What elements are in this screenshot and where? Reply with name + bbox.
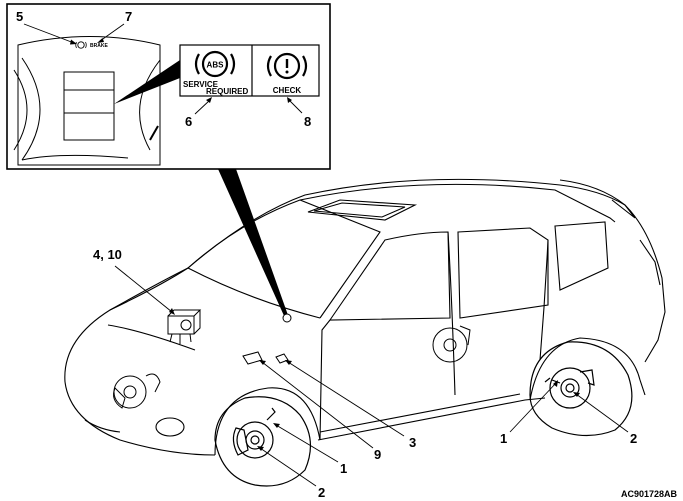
front-brake-disc	[236, 421, 274, 459]
far-rear-sensor	[459, 325, 471, 346]
abs-caption-line1: SERVICE	[183, 80, 219, 89]
quarter-window	[554, 221, 609, 291]
far-front-sensor-wire	[145, 373, 161, 393]
inset-leader-wedge	[218, 169, 289, 318]
leader-8	[288, 99, 303, 114]
cluster-inset: BRAKE 5 7 ABS SERVICE REQUIRED CHECK	[6, 3, 331, 170]
dashboard-location-marker	[282, 313, 292, 323]
leader-7	[99, 23, 125, 42]
callout-9: 9	[374, 447, 381, 462]
door-seam-a-pillar	[319, 319, 331, 441]
far-front-hub	[123, 385, 137, 399]
rear-caliper	[579, 369, 595, 386]
front-wheel-arch	[214, 387, 321, 456]
callout-5: 5	[16, 9, 23, 24]
rear-tire	[529, 341, 633, 437]
front-door-window	[328, 231, 451, 321]
callout-1-rear: 1	[500, 431, 507, 446]
leader-2-front	[259, 447, 317, 487]
front-hub-center	[250, 435, 260, 445]
far-front-caliper	[113, 387, 126, 409]
cluster-abs-lamp	[75, 41, 87, 49]
front-bumper	[64, 381, 216, 456]
rear-wheel	[529, 341, 633, 437]
leader-9	[261, 361, 374, 449]
stop-lamp-switch	[275, 353, 289, 364]
callout-2-rear: 2	[630, 431, 637, 446]
leader-3	[287, 361, 405, 437]
abs-caption-line2: REQUIRED	[206, 87, 248, 96]
vehicle-callouts: 4, 10 3 9 1 2 1 2	[93, 247, 637, 500]
right-gauge-arc	[139, 59, 161, 151]
far-rear-hub	[443, 338, 457, 352]
abs-label: ABS	[207, 61, 225, 70]
sunroof	[307, 199, 418, 221]
bumper-crease	[84, 419, 121, 433]
abs-hydraulic-unit	[167, 315, 195, 335]
brake-warning-icon	[266, 52, 308, 80]
rocker-panel-line	[319, 393, 521, 433]
roof-edge	[299, 183, 616, 223]
rocker-panel	[317, 397, 546, 441]
left-gauge-arc-inner	[13, 69, 28, 151]
fog-lamp	[155, 417, 185, 437]
abs-pump-motor	[180, 319, 192, 331]
body-upper-contour	[64, 178, 666, 383]
callout-1-front: 1	[340, 461, 347, 476]
callout-7: 7	[125, 9, 132, 24]
rear-brake-disc	[549, 367, 591, 409]
rear-hub-center	[565, 383, 575, 393]
callout-4-10: 4, 10	[93, 247, 122, 262]
far-rear-brake-disc	[432, 327, 468, 363]
rear-hub	[560, 378, 580, 398]
g-sensor-module	[242, 351, 263, 365]
windshield	[187, 199, 381, 319]
callout-6: 6	[185, 114, 192, 129]
cluster-lower-edge	[21, 154, 129, 161]
inset-pointer	[114, 60, 180, 104]
interior-components	[113, 309, 471, 409]
indicator-box	[179, 44, 320, 97]
leader-6	[194, 99, 211, 115]
rear-spoiler	[559, 179, 636, 219]
front-hub	[245, 430, 265, 450]
center-display	[63, 71, 115, 141]
leader-2-rear	[575, 393, 629, 433]
abs-unit-side	[193, 310, 201, 335]
callout-3: 3	[409, 435, 416, 450]
gauge-needle	[149, 125, 159, 141]
callout-8: 8	[304, 114, 311, 129]
rear-wheel-arch	[529, 337, 646, 401]
rear-door-window	[457, 227, 549, 319]
figure-reference-id: AC901728AB	[621, 489, 678, 499]
front-caliper	[232, 427, 249, 456]
leader-1-front	[275, 424, 339, 463]
abs-brake-lines	[169, 333, 192, 344]
cluster-brake-text: BRAKE	[90, 43, 108, 49]
leader-5	[23, 23, 75, 44]
front-speed-sensor	[266, 407, 276, 421]
headlamp-line	[107, 324, 196, 351]
sunroof-inner	[313, 202, 406, 218]
leader-4-10	[114, 265, 173, 313]
brake-caption: CHECK	[273, 86, 302, 95]
vehicle-outline	[64, 178, 666, 456]
door-seam-c-pillar	[539, 239, 549, 361]
door-seam-b-pillar	[447, 231, 456, 396]
front-wheel	[214, 396, 311, 487]
left-gauge-arc	[21, 57, 41, 161]
rear-speed-sensor	[544, 377, 561, 384]
front-tire	[214, 396, 311, 487]
leader-1-rear	[509, 382, 557, 433]
callout-2-front: 2	[318, 485, 325, 500]
rear-pillar	[639, 239, 661, 286]
abs-warning-icon	[194, 50, 236, 78]
